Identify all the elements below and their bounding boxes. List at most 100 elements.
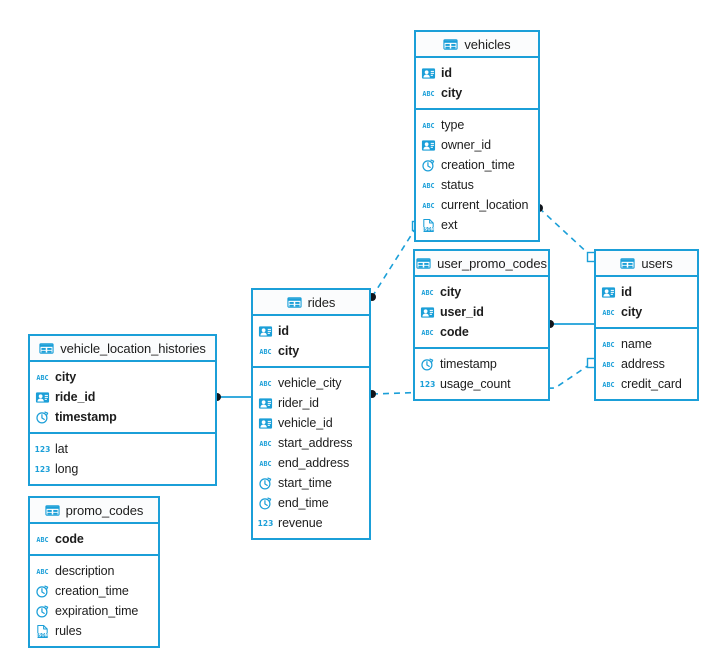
field-row[interactable]: creation_time (416, 155, 538, 175)
field-name: address (621, 357, 665, 371)
svg-text:ABC: ABC (602, 308, 614, 316)
abc-icon: ABC (602, 308, 614, 316)
field-row[interactable]: ABC address (596, 354, 697, 374)
clock-icon (36, 585, 49, 597)
field-name: status (441, 178, 474, 192)
table-header-user_promo_codes[interactable]: user_promo_codes (415, 251, 548, 277)
field-name: creation_time (55, 584, 129, 598)
relationship-rides-vehicle_location_histories[interactable] (213, 393, 251, 401)
field-row[interactable]: vehicle_id (253, 413, 369, 433)
key-icon (35, 391, 50, 403)
field-row[interactable]: start_time (253, 473, 369, 493)
field-name: city (621, 305, 643, 319)
svg-text:ABC: ABC (259, 347, 271, 355)
svg-text:ABC: ABC (422, 201, 434, 209)
table-header-promo_codes[interactable]: promo_codes (30, 498, 158, 524)
table-header-vehicles[interactable]: vehicles (416, 32, 538, 58)
key-field-row[interactable]: ride_id (30, 387, 215, 407)
table-icon (287, 296, 302, 308)
field-name: id (278, 324, 289, 338)
field-row[interactable]: owner_id (416, 135, 538, 155)
field-name: description (55, 564, 115, 578)
field-row[interactable]: creation_time (30, 581, 158, 601)
abc-icon: ABC (422, 121, 434, 129)
svg-text:ABC: ABC (259, 379, 271, 387)
key-field-row[interactable]: id (416, 63, 538, 83)
table-icon (443, 38, 459, 50)
field-name: start_address (278, 436, 353, 450)
field-name: user_id (440, 305, 484, 319)
field-name: city (441, 86, 463, 100)
key-icon (420, 306, 435, 318)
field-name: type (441, 118, 465, 132)
field-name: id (441, 66, 452, 80)
field-name: end_time (278, 496, 329, 510)
field-name: usage_count (440, 377, 511, 391)
field-name: start_time (278, 476, 332, 490)
field-name: id (621, 285, 632, 299)
clock-icon (36, 605, 49, 617)
key-icon (421, 67, 436, 79)
abc-icon: ABC (36, 535, 48, 543)
field-row[interactable]: expiration_time (30, 601, 158, 621)
key-field-row[interactable]: id (253, 321, 369, 341)
relationship-users-user_promo_codes[interactable] (546, 320, 594, 328)
table-icon (416, 257, 431, 269)
number-icon: 123 (258, 519, 273, 528)
table-header-users[interactable]: users (596, 251, 697, 277)
table-header-vehicle_location_histories[interactable]: vehicle_location_histories (30, 336, 215, 362)
field-row[interactable]: timestamp (415, 354, 548, 374)
table-title: user_promo_codes (437, 255, 547, 271)
field-row[interactable]: ABC type (416, 115, 538, 135)
field-name: end_address (278, 456, 350, 470)
key-field-row[interactable]: id (596, 282, 697, 302)
table-title: vehicles (464, 36, 511, 52)
field-name: long (55, 462, 79, 476)
field-row[interactable]: 123 usage_count (415, 374, 548, 394)
svg-text:ABC: ABC (602, 360, 614, 368)
abc-icon: ABC (259, 379, 271, 387)
field-row[interactable]: end_time (253, 493, 369, 513)
abc-icon: ABC (602, 380, 614, 388)
table-header-rides[interactable]: rides (253, 290, 369, 316)
key-field-row[interactable]: user_id (415, 302, 548, 322)
number-icon: 123 (420, 380, 435, 389)
field-row[interactable]: rider_id (253, 393, 369, 413)
field-name: lat (55, 442, 68, 456)
field-name: timestamp (55, 410, 117, 424)
field-name: expiration_time (55, 604, 139, 618)
key-icon (421, 139, 436, 151)
key-field-row[interactable]: timestamp (30, 407, 215, 427)
key-field-row[interactable]: ABC city (596, 302, 697, 322)
